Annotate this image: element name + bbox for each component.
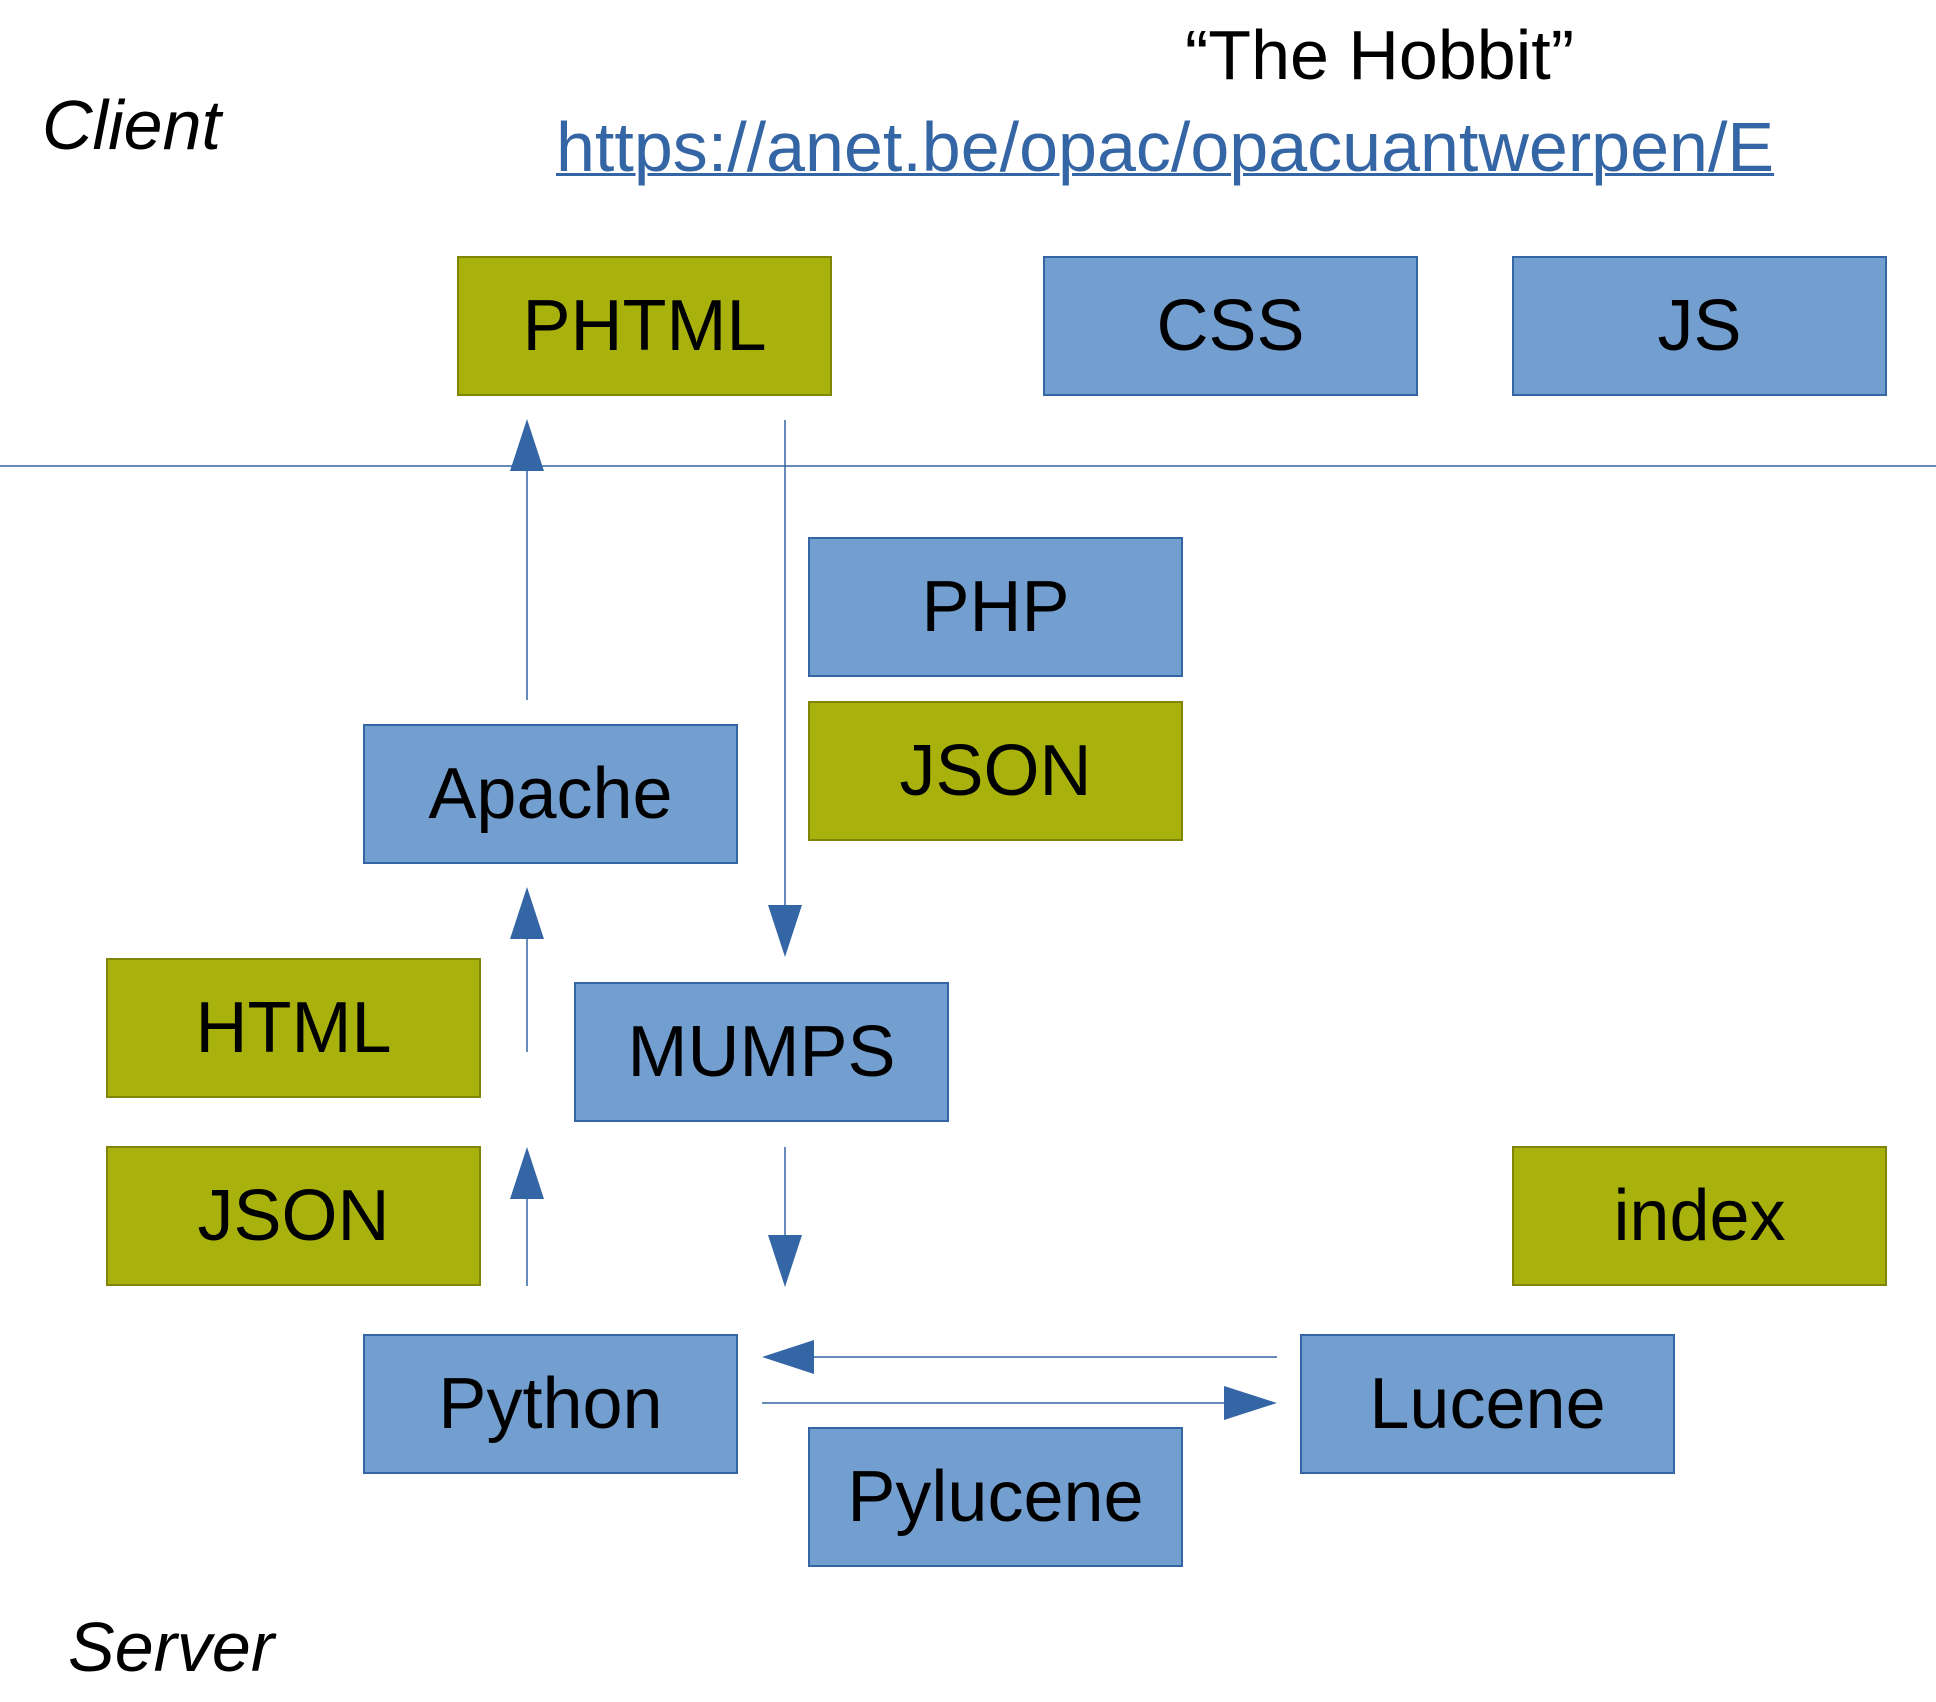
php-label: PHP bbox=[921, 567, 1070, 647]
opac-url-link[interactable]: https://anet.be/opac/opacuantwerpen/E bbox=[556, 108, 1775, 186]
arrow-python-to-lucene-head bbox=[1224, 1386, 1277, 1420]
arrow-apache-to-phtml-head bbox=[510, 419, 544, 471]
client-label: Client bbox=[42, 86, 221, 164]
pylucene-label: Pylucene bbox=[847, 1457, 1144, 1537]
phtml-label: PHTML bbox=[522, 286, 767, 366]
json-middle-box: JSON bbox=[808, 701, 1183, 841]
json-left-box: JSON bbox=[106, 1146, 481, 1286]
html-box: HTML bbox=[106, 958, 481, 1098]
apache-label: Apache bbox=[428, 754, 673, 834]
arrow-lucene-to-python-head bbox=[762, 1340, 814, 1374]
python-label: Python bbox=[438, 1364, 663, 1444]
pylucene-box: Pylucene bbox=[808, 1427, 1183, 1567]
phtml-box: PHTML bbox=[457, 256, 832, 396]
arrow-python-to-apache-head-upper bbox=[510, 887, 544, 939]
index-label: index bbox=[1613, 1176, 1786, 1256]
js-label: JS bbox=[1657, 286, 1742, 366]
index-box: index bbox=[1512, 1146, 1887, 1286]
mumps-label: MUMPS bbox=[627, 1012, 896, 1092]
python-box: Python bbox=[363, 1334, 738, 1474]
css-label: CSS bbox=[1156, 286, 1305, 366]
html-label: HTML bbox=[195, 988, 392, 1068]
js-box: JS bbox=[1512, 256, 1887, 396]
page-title: “The Hobbit” bbox=[1185, 16, 1575, 94]
server-label: Server bbox=[68, 1608, 275, 1686]
css-box: CSS bbox=[1043, 256, 1418, 396]
apache-box: Apache bbox=[363, 724, 738, 864]
lucene-box: Lucene bbox=[1300, 1334, 1675, 1474]
arrow-python-to-apache-head-lower bbox=[510, 1147, 544, 1199]
arrow-mumps-to-python-head bbox=[768, 1235, 802, 1287]
php-box: PHP bbox=[808, 537, 1183, 677]
json-middle-label: JSON bbox=[899, 731, 1092, 811]
arrow-phtml-to-mumps-head bbox=[768, 905, 802, 957]
lucene-label: Lucene bbox=[1369, 1364, 1606, 1444]
mumps-box: MUMPS bbox=[574, 982, 949, 1122]
json-left-label: JSON bbox=[197, 1176, 390, 1256]
